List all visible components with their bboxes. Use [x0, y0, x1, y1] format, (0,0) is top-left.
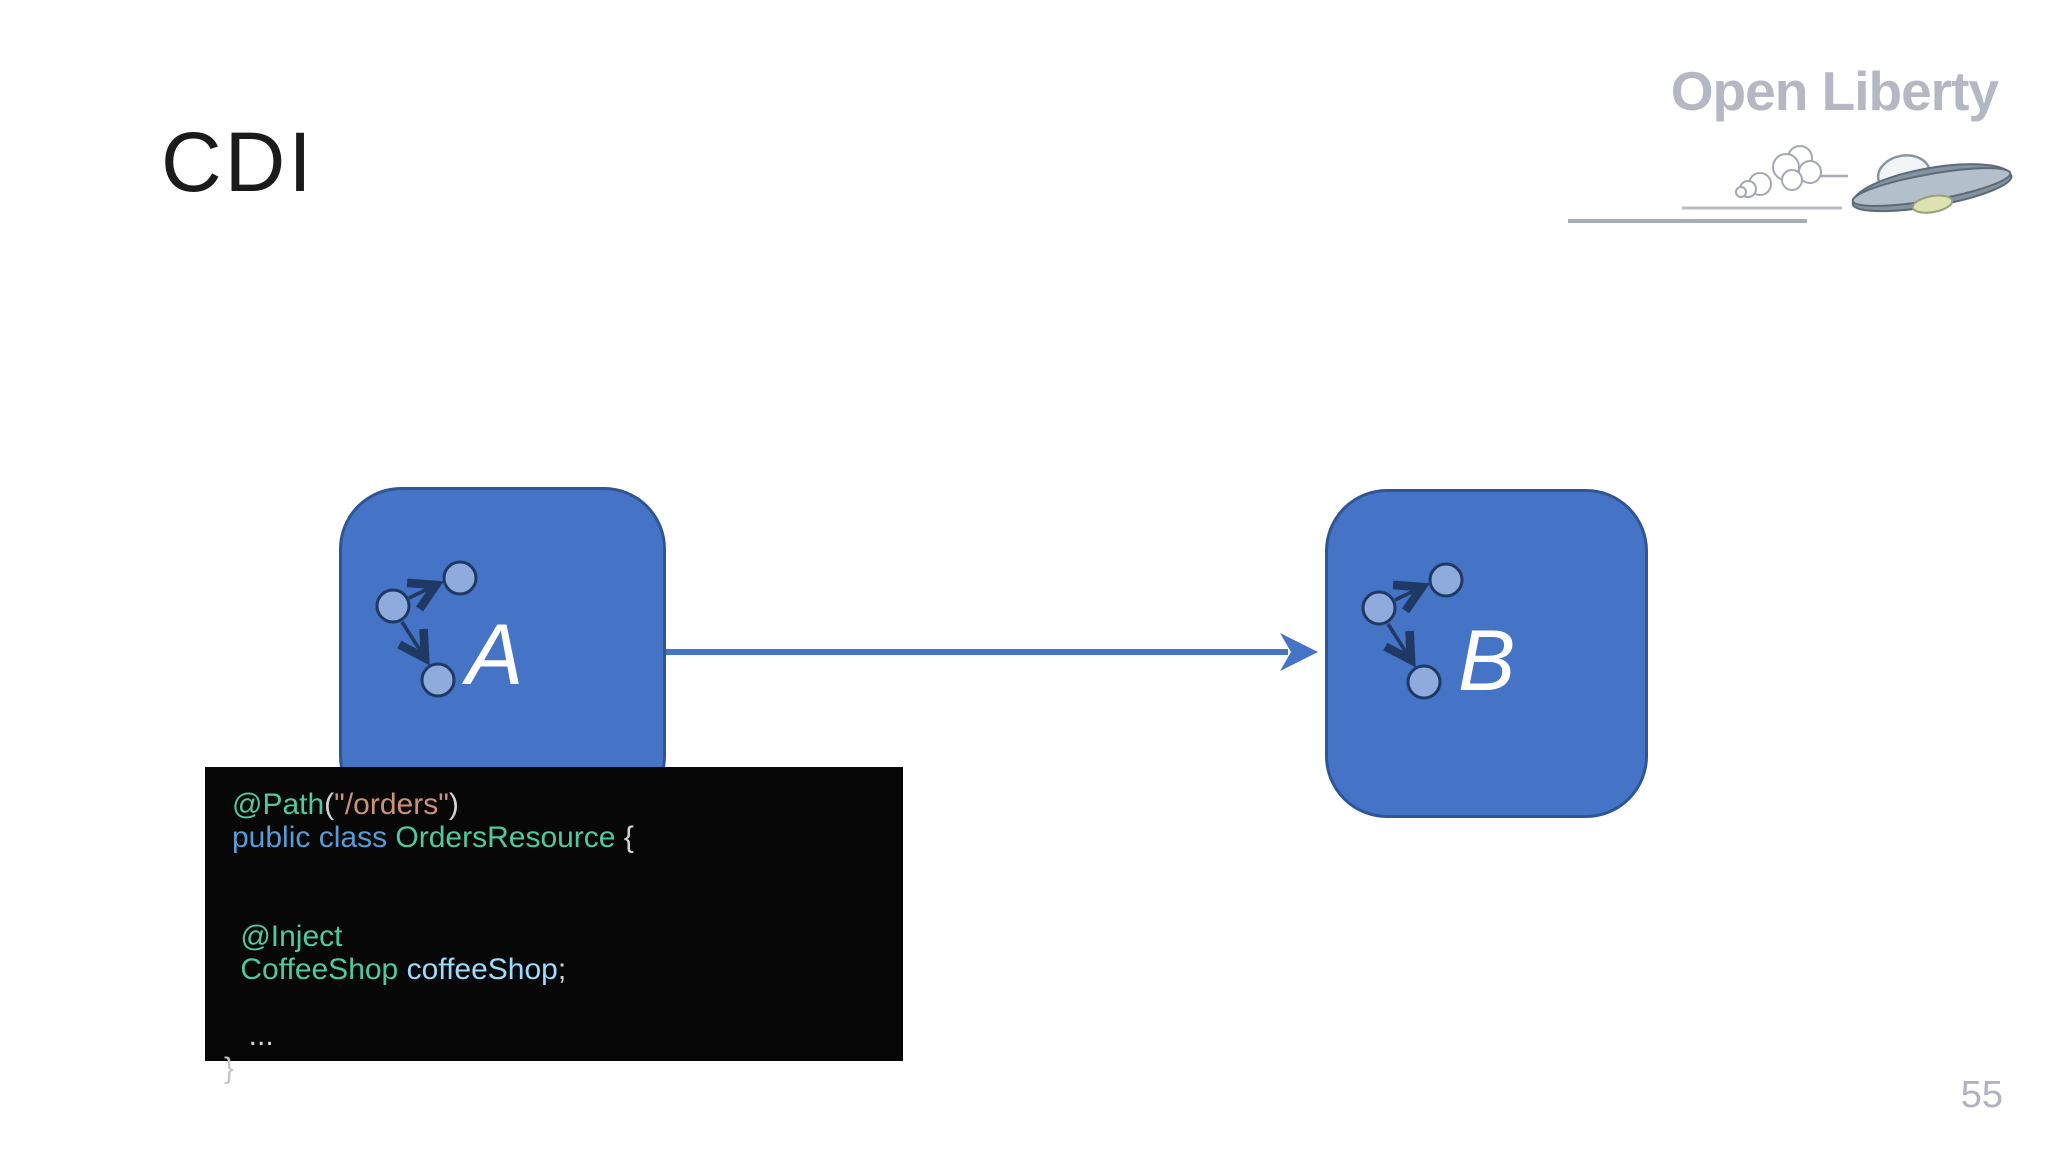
smoke-puffs-icon — [1735, 145, 1822, 198]
open-liberty-saucer-icon — [1568, 145, 2013, 223]
box-a-label: A — [466, 607, 524, 703]
app-box-b: B — [1325, 489, 1648, 818]
code-token: public class — [232, 821, 396, 854]
code-token: ... — [232, 1019, 274, 1052]
code-line: @Inject — [232, 920, 903, 953]
code-line: } — [224, 1052, 903, 1085]
code-token: CoffeeShop — [232, 953, 399, 986]
code-token: ) — [448, 788, 459, 821]
code-token: "/orders" — [334, 788, 449, 821]
code-token: ( — [324, 788, 335, 821]
code-line: ... — [232, 1019, 903, 1052]
saucer-icon — [1851, 154, 2013, 214]
code-token — [398, 953, 406, 986]
code-line: @Path("/orders") — [232, 788, 903, 821]
bean-graph-icon — [1361, 562, 1464, 700]
app-box-a: A — [339, 487, 666, 818]
code-line — [232, 986, 903, 1019]
code-line — [232, 887, 903, 920]
code-token: } — [224, 1052, 235, 1085]
code-token: @Inject — [232, 920, 343, 953]
page-title: CDI — [161, 115, 315, 209]
box-b-label: B — [1458, 613, 1516, 709]
code-line: CoffeeShop coffeeShop; — [232, 953, 903, 986]
code-token: coffeeShop — [406, 953, 558, 986]
code-token: OrdersResource — [395, 821, 624, 854]
page-number: 55 — [1960, 1074, 2003, 1116]
code-line — [232, 854, 903, 887]
bean-graph-icon — [375, 560, 478, 698]
arrow-a-to-b — [666, 633, 1318, 671]
code-token: @Path — [232, 788, 325, 821]
code-token: ; — [557, 953, 567, 986]
code-token: { — [623, 821, 634, 854]
open-liberty-logo-text: Open Liberty — [1670, 60, 1999, 122]
code-line: public class OrdersResource { — [232, 821, 903, 854]
code-block: @Path("/orders")public class OrdersResou… — [205, 767, 903, 1085]
